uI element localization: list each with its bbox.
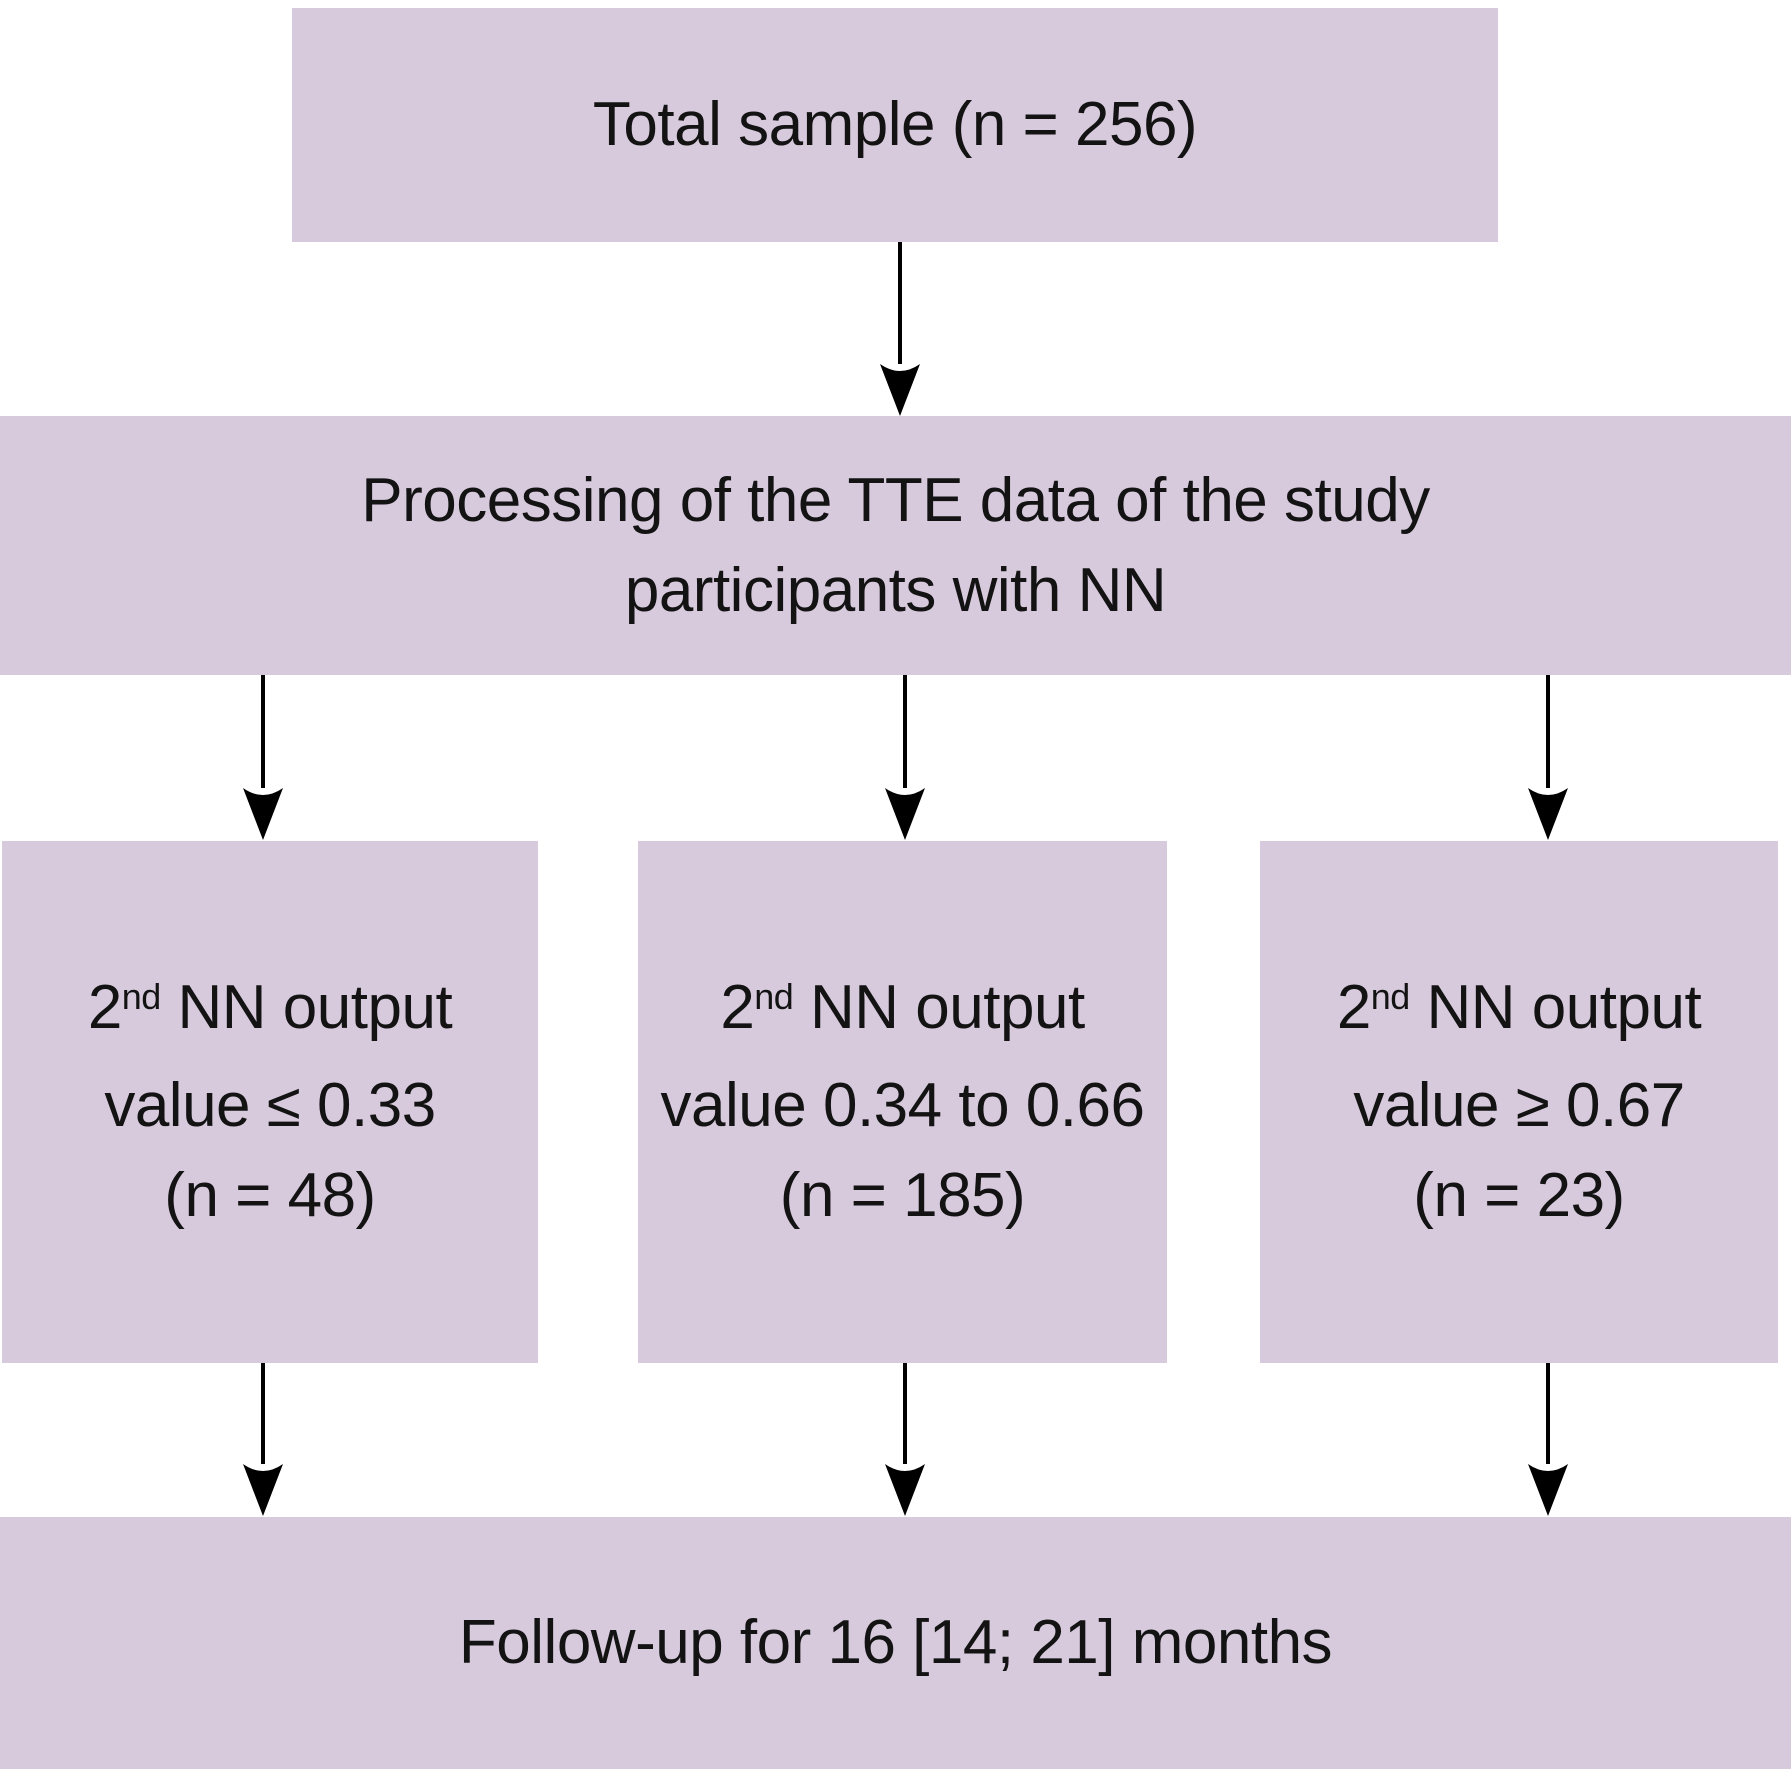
arrow-high-to-followup [1528,1363,1568,1516]
ordinal-sup: nd [121,976,162,1018]
output-mid-line2: value 0.34 to 0.66 [660,1071,1145,1140]
arrow-shaft [261,675,265,788]
arrowhead-down-icon [1528,1464,1568,1516]
output-low-line3: (n = 48) [164,1161,376,1230]
line1-rest: NN output [160,973,453,1042]
node-follow-up: Follow-up for 16 [14; 21] months [0,1517,1791,1769]
node-output-high: 2nd NN output value ≥ 0.67 (n = 23) [1260,841,1778,1363]
output-low-line1: 2nd NN output [87,963,453,1061]
processing-line1: Processing of the TTE data of the study [361,465,1430,535]
arrow-mid-to-followup [885,1363,925,1516]
arrowhead-down-icon [885,788,925,840]
arrow-processing-to-low [243,675,283,840]
arrow-low-to-followup [243,1363,283,1516]
node-output-mid: 2nd NN output value 0.34 to 0.66 (n = 18… [638,841,1167,1363]
arrow-processing-to-high [1528,675,1568,840]
arrow-shaft [1546,1363,1550,1464]
ordinal-sup: nd [754,976,794,1018]
line1-rest: NN output [793,973,1085,1042]
processing-line2: participants with NN [624,555,1167,625]
arrow-shaft [1546,675,1550,788]
ordinal-base: 2 [1336,973,1371,1042]
arrowhead-down-icon [243,788,283,840]
follow-up-label: Follow-up for 16 [14; 21] months [458,1608,1333,1677]
node-total-sample: Total sample (n = 256) [292,8,1498,242]
output-high-line3: (n = 23) [1413,1161,1625,1230]
ordinal-sup: nd [1370,976,1411,1018]
ordinal-base: 2 [720,973,755,1042]
arrowhead-down-icon [243,1464,283,1516]
arrow-total-to-processing [880,242,920,416]
arrowhead-down-icon [885,1464,925,1516]
arrow-shaft [898,242,902,364]
output-high-line2: value ≥ 0.67 [1353,1071,1685,1140]
output-high-line1: 2nd NN output [1336,963,1702,1061]
node-output-low: 2nd NN output value ≤ 0.33 (n = 48) [2,841,538,1363]
arrow-shaft [903,675,907,788]
ordinal-base: 2 [87,973,122,1042]
output-low-line2: value ≤ 0.33 [104,1071,436,1140]
arrow-shaft [903,1363,907,1464]
arrow-processing-to-mid [885,675,925,840]
arrowhead-down-icon [1528,788,1568,840]
output-mid-line3: (n = 185) [779,1161,1026,1230]
node-processing-tte: Processing of the TTE data of the study … [0,416,1791,675]
output-mid-line1: 2nd NN output [720,963,1085,1061]
line1-rest: NN output [1409,973,1702,1042]
total-sample-label: Total sample (n = 256) [592,90,1198,159]
arrowhead-down-icon [880,364,920,416]
arrow-shaft [261,1363,265,1464]
